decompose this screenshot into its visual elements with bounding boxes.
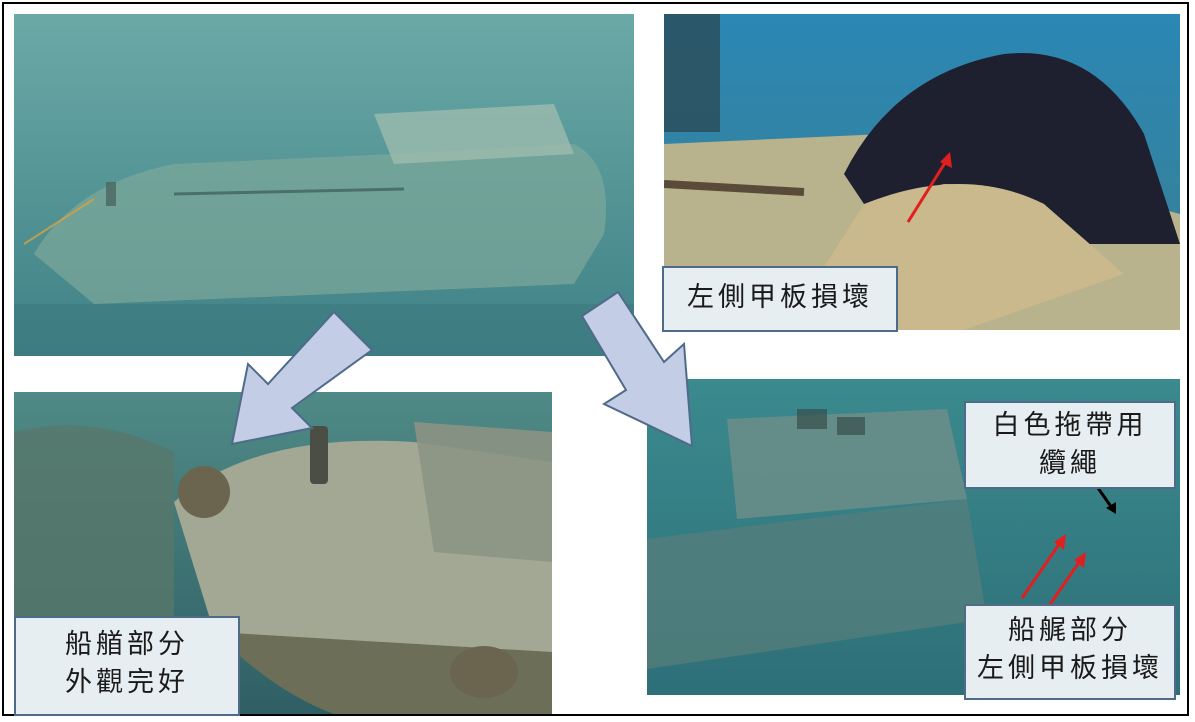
label-bow-intact-line2: 外觀完好: [65, 667, 189, 698]
label-stern-damage-line1: 船艉部分: [1008, 615, 1132, 646]
label-stern-damage-line2: 左側甲板損壞: [977, 653, 1163, 684]
label-deck-damage: 左側甲板損壞: [662, 266, 898, 332]
label-tow-rope: 白色拖帶用 纜繩: [964, 401, 1176, 489]
annotation-arrow-stern-1-icon: [1020, 534, 1066, 599]
label-deck-damage-text: 左側甲板損壞: [687, 282, 873, 313]
label-tow-rope-line2: 纜繩: [1039, 448, 1101, 479]
label-tow-rope-line1: 白色拖帶用: [992, 410, 1148, 441]
label-bow-intact: 船艏部分 外觀完好: [14, 616, 240, 716]
flow-arrow-right-icon: [580, 290, 694, 448]
label-stern-damage: 船艉部分 左側甲板損壞: [964, 604, 1176, 700]
annotation-arrow-deck-icon: [906, 152, 952, 223]
label-bow-intact-line1: 船艏部分: [65, 629, 189, 660]
annotation-arrow-rope-icon: [1096, 487, 1116, 514]
flow-arrow-left-icon: [230, 310, 374, 446]
